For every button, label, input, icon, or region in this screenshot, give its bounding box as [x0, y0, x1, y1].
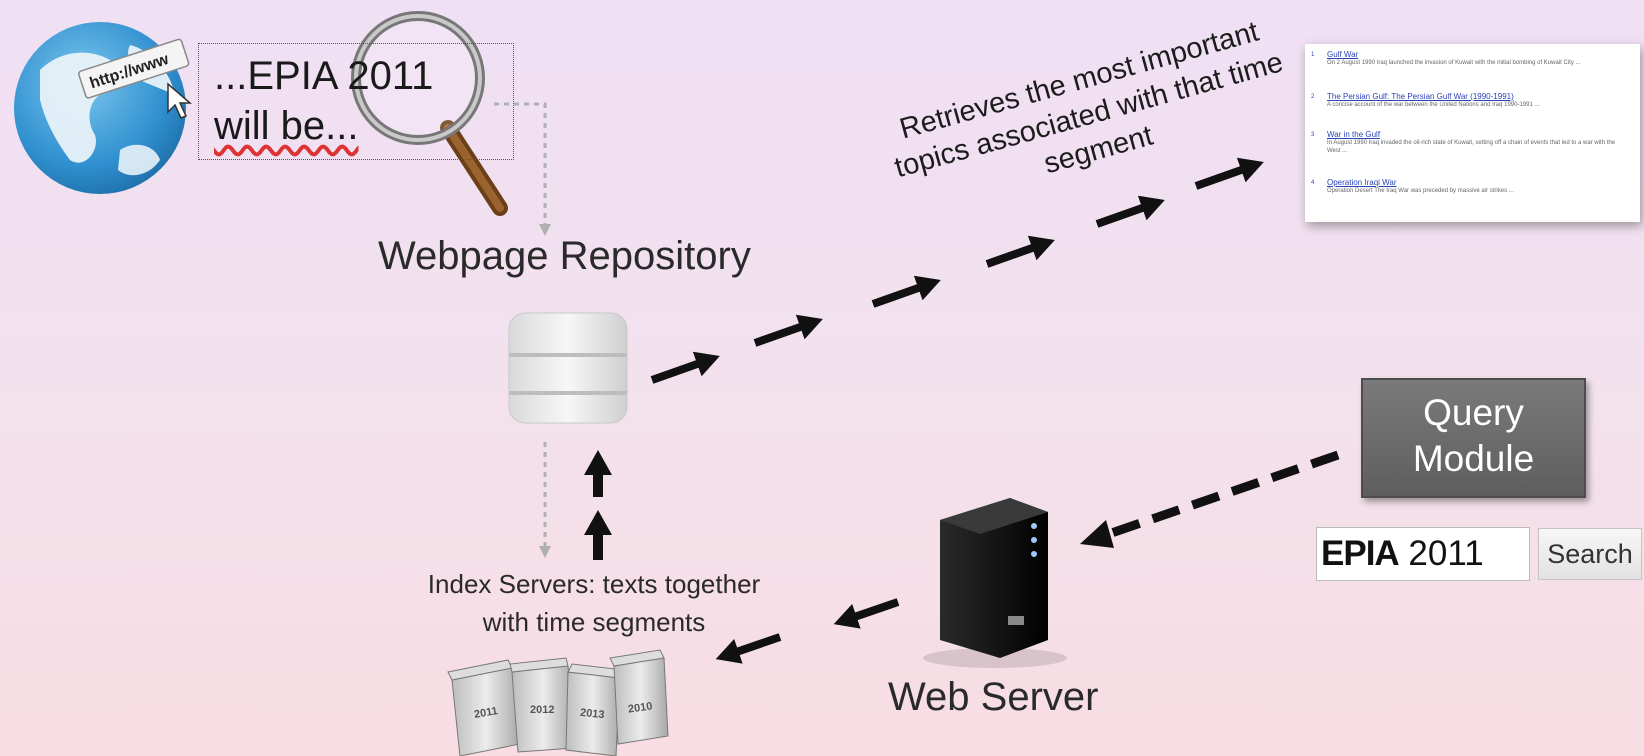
search-result: Gulf War On 2 August 1990 Iraq launched …	[1327, 50, 1627, 67]
result-number: 2	[1311, 94, 1315, 100]
result-number: 3	[1311, 132, 1315, 138]
query-module-line-2: Module	[1412, 438, 1535, 479]
result-title[interactable]: War in the Gulf	[1327, 130, 1381, 139]
note-line-1: ...EPIA 2011	[214, 54, 434, 98]
query-module-box: Query Module	[1361, 378, 1586, 498]
search-button[interactable]: Search	[1538, 528, 1642, 580]
globe-icon: http://www	[14, 22, 193, 194]
index-servers-line-1: Index Servers: texts together	[427, 569, 761, 599]
search-result: The Persian Gulf: The Persian Gulf War (…	[1327, 92, 1627, 109]
result-number: 4	[1311, 180, 1315, 186]
search-value-bold: EPIA	[1321, 534, 1400, 573]
result-snippet: On 2 August 1990 Iraq launched the invas…	[1327, 60, 1581, 66]
dashed-arrow-query-to-webserver	[1080, 450, 1340, 548]
database-icon	[508, 312, 628, 424]
result-snippet: In August 1990 Iraq invaded the oil-rich…	[1327, 140, 1616, 154]
note-box	[198, 43, 514, 160]
web-server-label: Web Server	[888, 675, 1099, 719]
result-number: 1	[1311, 52, 1315, 58]
search-input[interactable]: EPIA 2011	[1316, 527, 1530, 581]
webpage-repository-label: Webpage Repository	[378, 234, 751, 278]
dotted-arrow-repo-to-index	[539, 442, 551, 558]
web-server-icon	[923, 498, 1067, 668]
search-results-card: 1 Gulf War On 2 August 1990 Iraq launche…	[1305, 44, 1640, 222]
result-snippet: Operation Desert The Iraq War was preced…	[1327, 188, 1514, 194]
index-servers-label: Index Servers: texts together with time …	[384, 565, 804, 641]
search-result: War in the Gulf In August 1990 Iraq inva…	[1327, 130, 1627, 155]
magnifier-icon	[351, 11, 508, 216]
query-module-line-1: Query	[1423, 392, 1524, 433]
up-arrow-index-to-repo	[584, 450, 612, 560]
arrow-chain-repo-to-results	[650, 157, 1264, 384]
index-server-year-2: 2012	[530, 704, 555, 716]
index-servers-icon	[447, 649, 669, 756]
dotted-arrow-note-to-repo	[494, 102, 551, 236]
search-value-rest: 2011	[1398, 534, 1484, 573]
result-snippet: A concise account of the war between the…	[1327, 102, 1540, 108]
arrow-chain-webserver-to-index	[715, 598, 900, 664]
note-line-2: will be...	[214, 104, 359, 148]
index-server-year-3: 2013	[579, 706, 606, 722]
result-title[interactable]: The Persian Gulf: The Persian Gulf War (…	[1327, 92, 1514, 101]
index-servers-line-2: with time segments	[482, 607, 706, 637]
search-result: Operation Iraqi War Operation Desert The…	[1327, 178, 1627, 195]
result-title[interactable]: Operation Iraqi War	[1327, 178, 1397, 187]
result-title[interactable]: Gulf War	[1327, 50, 1359, 59]
